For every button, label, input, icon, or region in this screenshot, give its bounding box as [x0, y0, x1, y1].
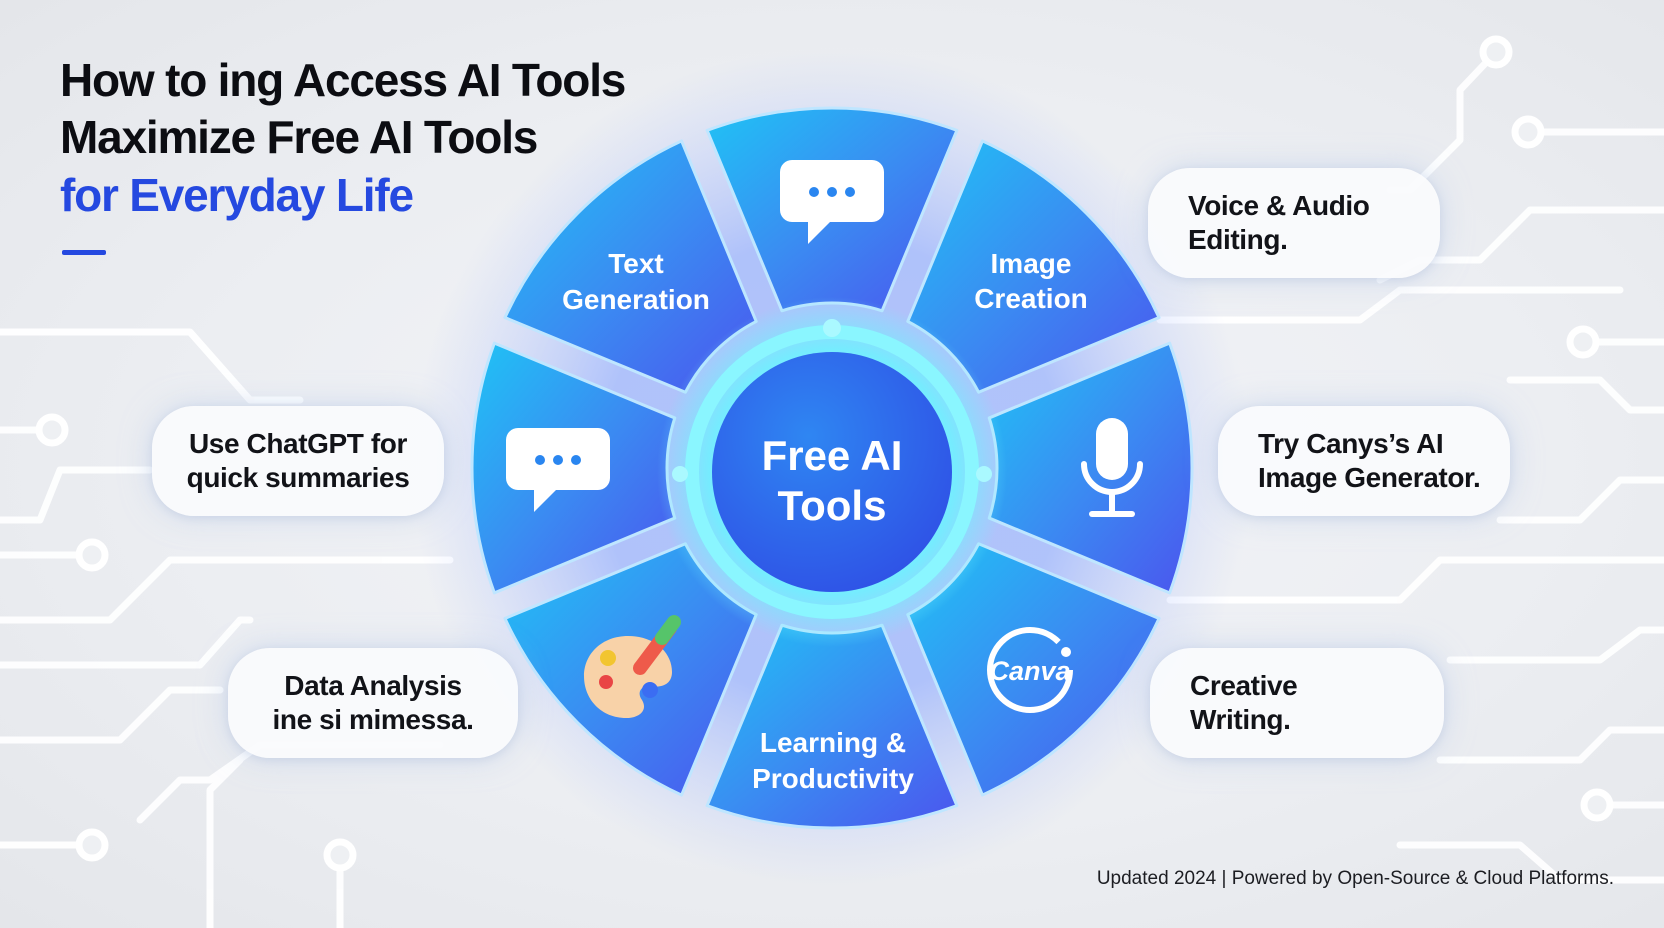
- canva-logo-icon: Canva: [987, 627, 1073, 713]
- callout-voice-audio: Voice & Audio Editing.: [1148, 168, 1440, 278]
- segment-text-generation-label-1: Text: [608, 248, 664, 279]
- callout-voice-audio-line-1: Voice & Audio: [1188, 190, 1370, 222]
- wheel-segments: [470, 106, 1194, 830]
- palette-icon: [584, 615, 681, 718]
- title-underline: [62, 250, 106, 255]
- callout-data-analysis-line-1: Data Analysis: [284, 670, 462, 702]
- canva-logo-text: Canva: [989, 656, 1070, 686]
- chat-bubble-icon: [506, 428, 610, 512]
- callout-data-analysis: Data Analysis ine si mimessa.: [228, 648, 518, 758]
- segment-image-creation-label-1: Image: [991, 248, 1072, 279]
- callout-chatgpt-line-1: Use ChatGPT for: [188, 428, 408, 460]
- hub-circle: [712, 352, 952, 592]
- callout-chatgpt-line-2: quick summaries: [186, 462, 410, 493]
- hub-knob-top: [823, 319, 841, 337]
- title-line-1: How to ing Access AI Tools: [60, 54, 626, 106]
- callout-voice-audio-line-2: Editing.: [1188, 224, 1288, 255]
- microphone-icon: [1081, 418, 1143, 517]
- hub-knob-left: [672, 466, 688, 482]
- hub-knob-right: [976, 466, 992, 482]
- callout-canva-line-2: Image Generator.: [1258, 462, 1481, 493]
- segment-learning-label-2: Productivity: [752, 763, 914, 794]
- footer-note: Updated 2024 | Powered by Open-Source & …: [1096, 868, 1614, 889]
- callout-canva: Try Canys’s AI Image Generator.: [1218, 406, 1510, 516]
- callout-canva-line-1: Try Canys’s AI: [1258, 428, 1444, 460]
- title-line-3: for Everyday Life: [60, 169, 414, 221]
- segment-text-generation-label-2: Generation: [562, 284, 710, 315]
- title-line-2: Maximize Free AI Tools: [60, 111, 538, 163]
- callout-creative-writing: Creative Writing.: [1150, 648, 1444, 758]
- chat-bubble-icon: [780, 160, 884, 244]
- hub-title-line2: Tools: [778, 482, 887, 529]
- hub-title-line1: Free AI: [762, 432, 903, 479]
- callout-data-analysis-line-2: ine si mimessa.: [272, 704, 474, 735]
- callout-chatgpt: Use ChatGPT for quick summaries: [152, 406, 444, 516]
- callout-creative-writing-line-1: Creative: [1190, 670, 1298, 702]
- segment-image-creation-label-2: Creation: [974, 283, 1088, 314]
- segment-learning-label-1: Learning &: [760, 727, 906, 758]
- callout-creative-writing-line-2: Writing.: [1190, 704, 1291, 735]
